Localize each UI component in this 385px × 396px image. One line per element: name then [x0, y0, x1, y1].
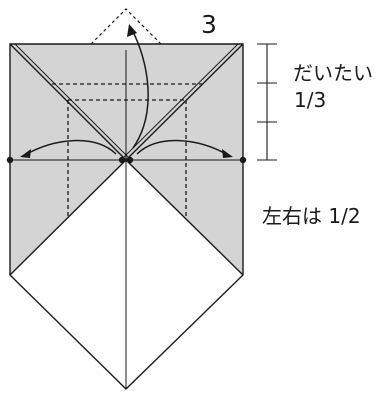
right-fold-arrow	[136, 139, 229, 156]
dot-right	[239, 156, 247, 164]
hidden-top-flap-outline	[90, 8, 162, 45]
lower-right-edge	[125, 159, 244, 276]
label-approximately: だいたい	[293, 61, 373, 85]
label-one-third: 1/3	[294, 88, 327, 112]
step-number: 3	[201, 10, 217, 39]
dot-left	[6, 156, 14, 164]
up-arrowhead	[127, 24, 137, 37]
paper-outline	[9, 43, 244, 390]
right-diagonal-fold-a	[125, 43, 244, 161]
dot-center-left	[118, 156, 126, 164]
right-arrowhead	[222, 149, 233, 158]
left-arrowhead	[20, 149, 31, 158]
up-fold-arrow	[131, 29, 149, 149]
lower-left-edge	[9, 159, 127, 276]
label-left-right-half: 左右は 1/2	[262, 204, 361, 228]
left-fold-arrow	[24, 139, 117, 156]
dot-center-right	[126, 156, 134, 164]
